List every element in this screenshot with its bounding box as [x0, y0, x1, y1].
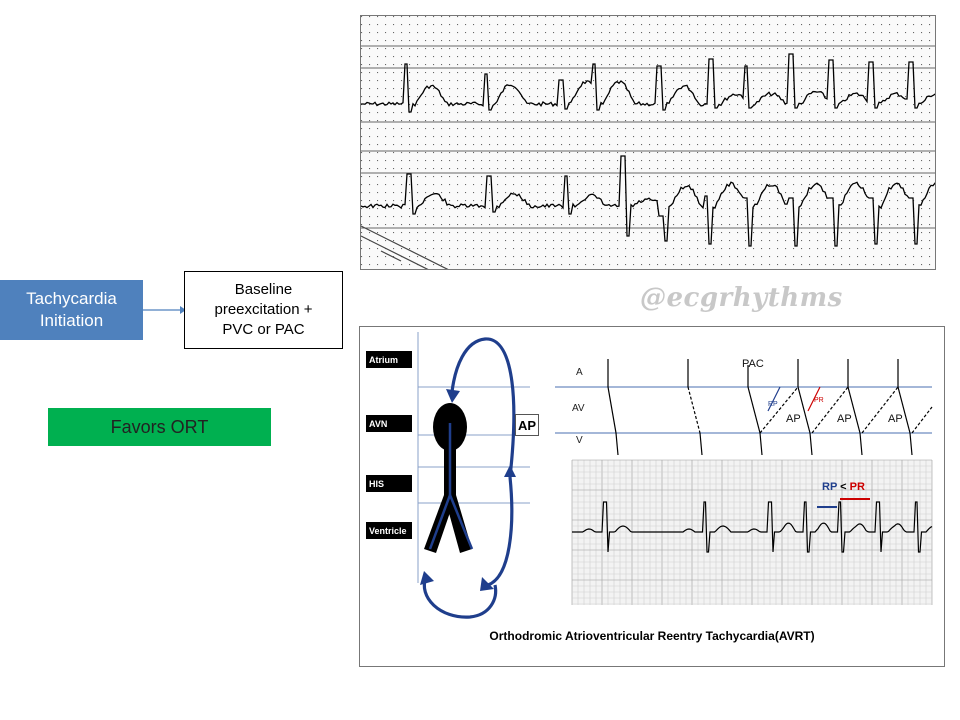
ecg-strip-image: [361, 16, 935, 269]
rp-small-label: RP: [768, 401, 778, 408]
pr-relation-label: PR: [849, 481, 865, 493]
baseline-line3: PVC or PAC: [222, 321, 305, 338]
watermark-text: @ecgrhythms: [640, 283, 843, 313]
avrt-diagram-panel: Atrium AVN HIS Ventricle AP A AV V PAC R…: [359, 326, 945, 667]
tachycardia-initiation-box: Tachycardia Initiation: [0, 280, 143, 340]
tachycardia-line2: Initiation: [39, 311, 104, 330]
pac-label: PAC: [742, 358, 764, 370]
baseline-line2: preexcitation +: [214, 301, 313, 318]
ecg-strip-panel: [360, 15, 936, 270]
row-label-v: V: [576, 435, 583, 446]
conduction-figure: [424, 403, 474, 553]
baseline-preexcitation-box: Baseline preexcitation + PVC or PAC: [184, 271, 343, 349]
favors-ort-label: Favors ORT: [110, 416, 209, 437]
row-label-av: AV: [572, 403, 585, 414]
ap-segment-label: AP: [837, 413, 852, 425]
rp-relation-label: RP: [822, 481, 838, 493]
rp-pr-relation: RP < PR: [822, 481, 865, 493]
pr-small-label: PR: [814, 397, 824, 404]
reentry-circuit-arrow: [422, 337, 516, 619]
avrt-diagram-drawing: [417, 332, 933, 619]
flow-arrow: [143, 306, 186, 314]
ap-segment-label: AP: [786, 413, 801, 425]
level-label-atrium: Atrium: [366, 351, 412, 368]
baseline-line1: Baseline: [234, 281, 293, 298]
accessory-pathway-label: AP: [515, 414, 539, 436]
level-label-avn: AVN: [366, 415, 412, 432]
ap-segment-label: AP: [888, 413, 903, 425]
level-label-his: HIS: [366, 475, 412, 492]
less-than-symbol: <: [840, 481, 847, 493]
avrt-caption: Orthodromic Atrioventricular Reentry Tac…: [489, 629, 815, 643]
favors-ort-box: Favors ORT: [48, 408, 271, 446]
level-label-ventricle: Ventricle: [366, 522, 412, 539]
tachycardia-line1: Tachycardia: [26, 289, 117, 308]
row-label-a: A: [576, 367, 583, 378]
